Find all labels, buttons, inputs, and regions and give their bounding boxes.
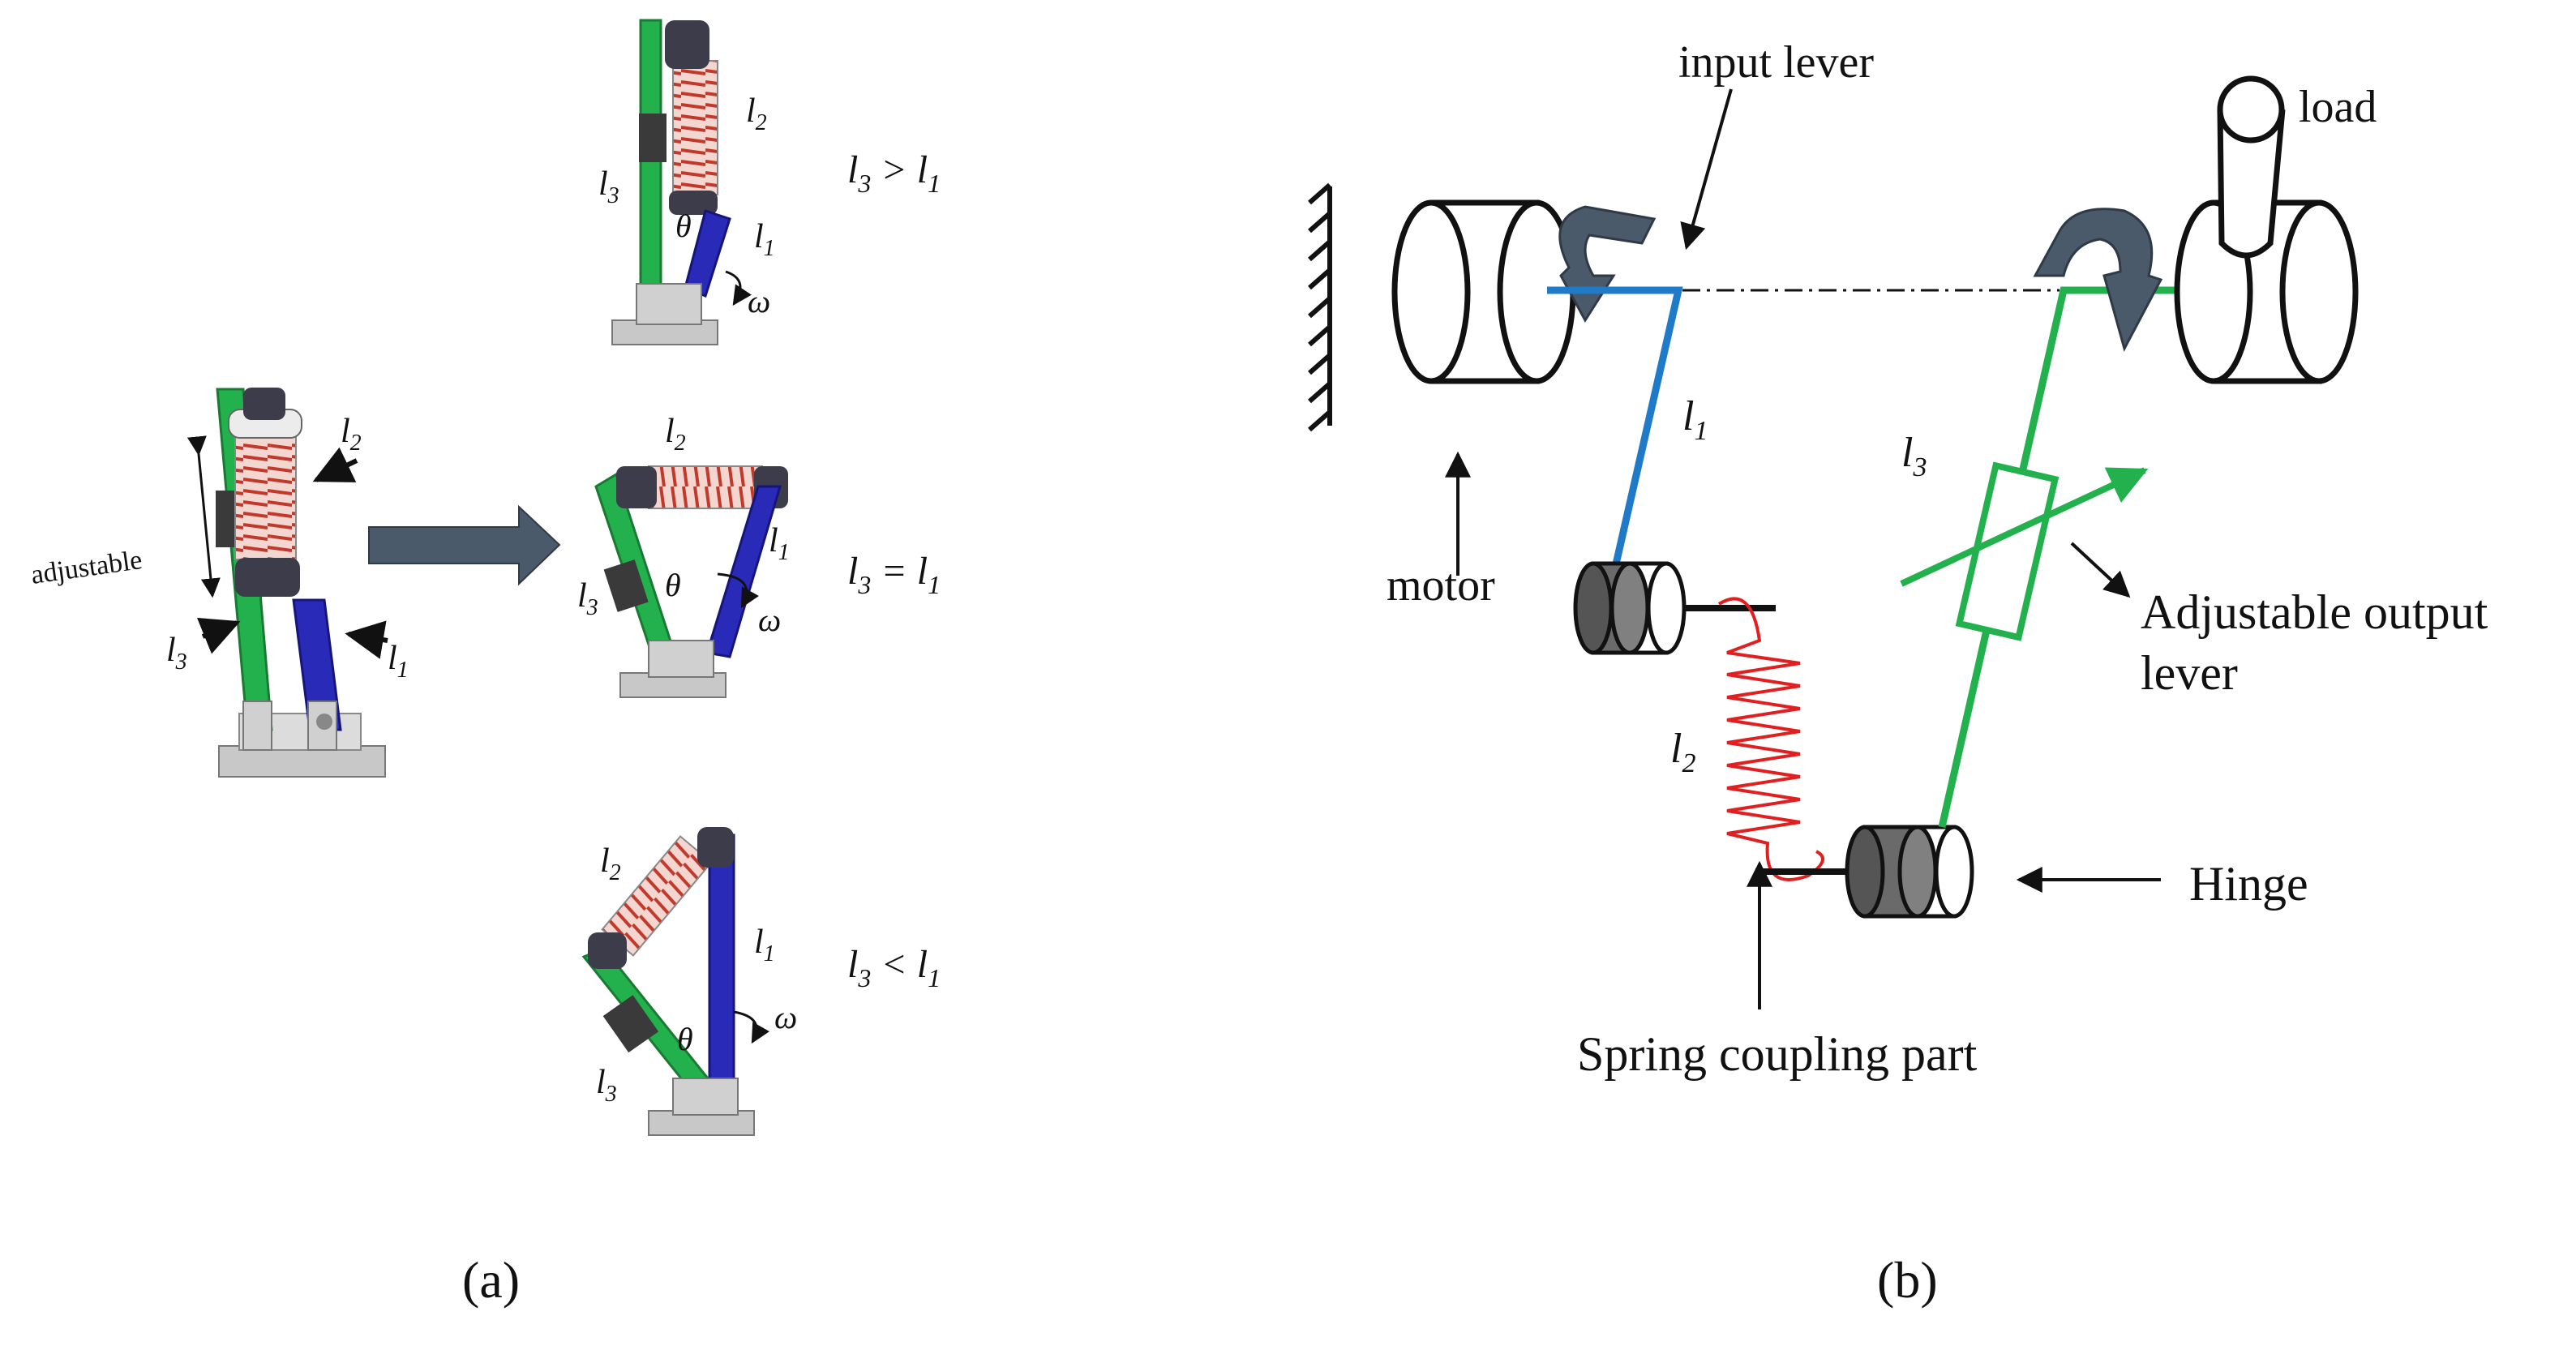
main-mechanism	[216, 388, 386, 778]
top-green-link	[639, 19, 662, 318]
adjustable-diagonal-arrow	[1900, 467, 2149, 587]
b-l3-label: l3	[1901, 430, 1927, 482]
top-theta-label: θ	[675, 208, 692, 244]
bot-l2-label: l2	[600, 842, 621, 885]
main-l1-arrow	[345, 620, 388, 659]
main-spring-bottom	[235, 558, 300, 597]
input-lever-blue	[1547, 286, 1683, 569]
main-l2-arrow	[312, 447, 358, 482]
bottom-mechanism	[581, 827, 755, 1136]
adjustable-double-arrow	[186, 435, 221, 598]
bot-block	[602, 995, 659, 1053]
main-spring	[234, 429, 297, 560]
lower-hinge	[1845, 825, 1974, 919]
main-bracket-left	[242, 701, 272, 751]
bot-theta-label: θ	[677, 1021, 693, 1057]
bottom-relation: l3 < l1	[847, 943, 941, 992]
b-l1-label: l1	[1682, 393, 1708, 446]
main-spring-top-mount	[243, 388, 285, 420]
bot-spring-bottom	[588, 932, 627, 969]
bot-l3-label: l3	[596, 1064, 617, 1107]
spring-coupling-label: Spring coupling part	[1577, 1027, 1978, 1081]
spring-zigzag	[1717, 597, 1824, 881]
main-l3-label: l3	[166, 632, 187, 675]
input-lever-pointer	[1680, 88, 1733, 251]
hinge-label: Hinge	[2189, 857, 2308, 911]
mid-bracket	[648, 640, 714, 678]
ground-wall	[1308, 182, 1332, 432]
top-spring-bottom	[669, 191, 718, 215]
adjustable-output-pointer	[2070, 542, 2131, 598]
bot-l1-label: l1	[754, 924, 775, 966]
bot-spring-top	[697, 827, 734, 868]
input-lever-label: input lever	[1678, 37, 1874, 88]
top-spring	[672, 60, 718, 195]
top-l1-label: l1	[754, 218, 775, 261]
adjustable-output-label-line2: lever	[2141, 646, 2238, 700]
mid-blue-link	[705, 485, 782, 658]
middle-mechanism	[594, 465, 788, 698]
middle-relation: l3 = l1	[847, 550, 941, 599]
mid-omega-label: ω	[758, 602, 781, 638]
adjustable-output-label-line1: Adjustable output	[2141, 585, 2488, 639]
motor-label: motor	[1387, 560, 1495, 611]
bot-omega-arc	[733, 1010, 770, 1044]
mid-l1-label: l1	[769, 522, 790, 565]
main-l2-label: l2	[341, 413, 362, 456]
bot-bracket	[672, 1078, 739, 1116]
top-blue-link	[684, 209, 731, 298]
bot-omega-label: ω	[774, 999, 797, 1035]
transition-arrow	[368, 504, 561, 586]
main-pivot	[316, 714, 332, 730]
top-block	[639, 114, 667, 162]
top-l2-label: l2	[746, 92, 767, 135]
motor-cylinder	[1391, 199, 1576, 384]
top-mechanism	[611, 19, 731, 345]
mid-l2-label: l2	[665, 413, 686, 456]
main-base-plate	[218, 745, 386, 778]
adjustable-slider	[1955, 461, 2060, 641]
mid-spring	[648, 465, 763, 509]
mid-spring-left	[616, 466, 657, 508]
top-l3-label: l3	[598, 165, 619, 208]
mid-l3-label: l3	[577, 577, 598, 620]
top-bracket	[636, 283, 702, 325]
adjustable-label: adjustable	[29, 545, 144, 590]
main-blue-link	[292, 598, 342, 731]
top-spring-top	[665, 20, 709, 69]
top-omega-arc	[725, 270, 752, 306]
load-arm	[2217, 75, 2286, 259]
b-l2-label: l2	[1670, 726, 1695, 778]
main-l1-label: l1	[388, 640, 409, 683]
load-label: load	[2299, 82, 2377, 132]
caption-b: (b)	[1877, 1251, 1938, 1309]
mid-omega-arc	[717, 572, 759, 609]
top-relation: l3 > l1	[847, 148, 941, 198]
mid-block	[603, 559, 649, 612]
bot-blue-link	[708, 834, 735, 1088]
upper-hinge	[1573, 561, 1687, 655]
caption-a: (a)	[462, 1251, 520, 1309]
top-omega-label: ω	[748, 283, 770, 319]
mid-theta-label: θ	[665, 567, 681, 603]
load-rotation-arrow	[2033, 208, 2163, 353]
main-l3-arrow	[196, 617, 241, 654]
